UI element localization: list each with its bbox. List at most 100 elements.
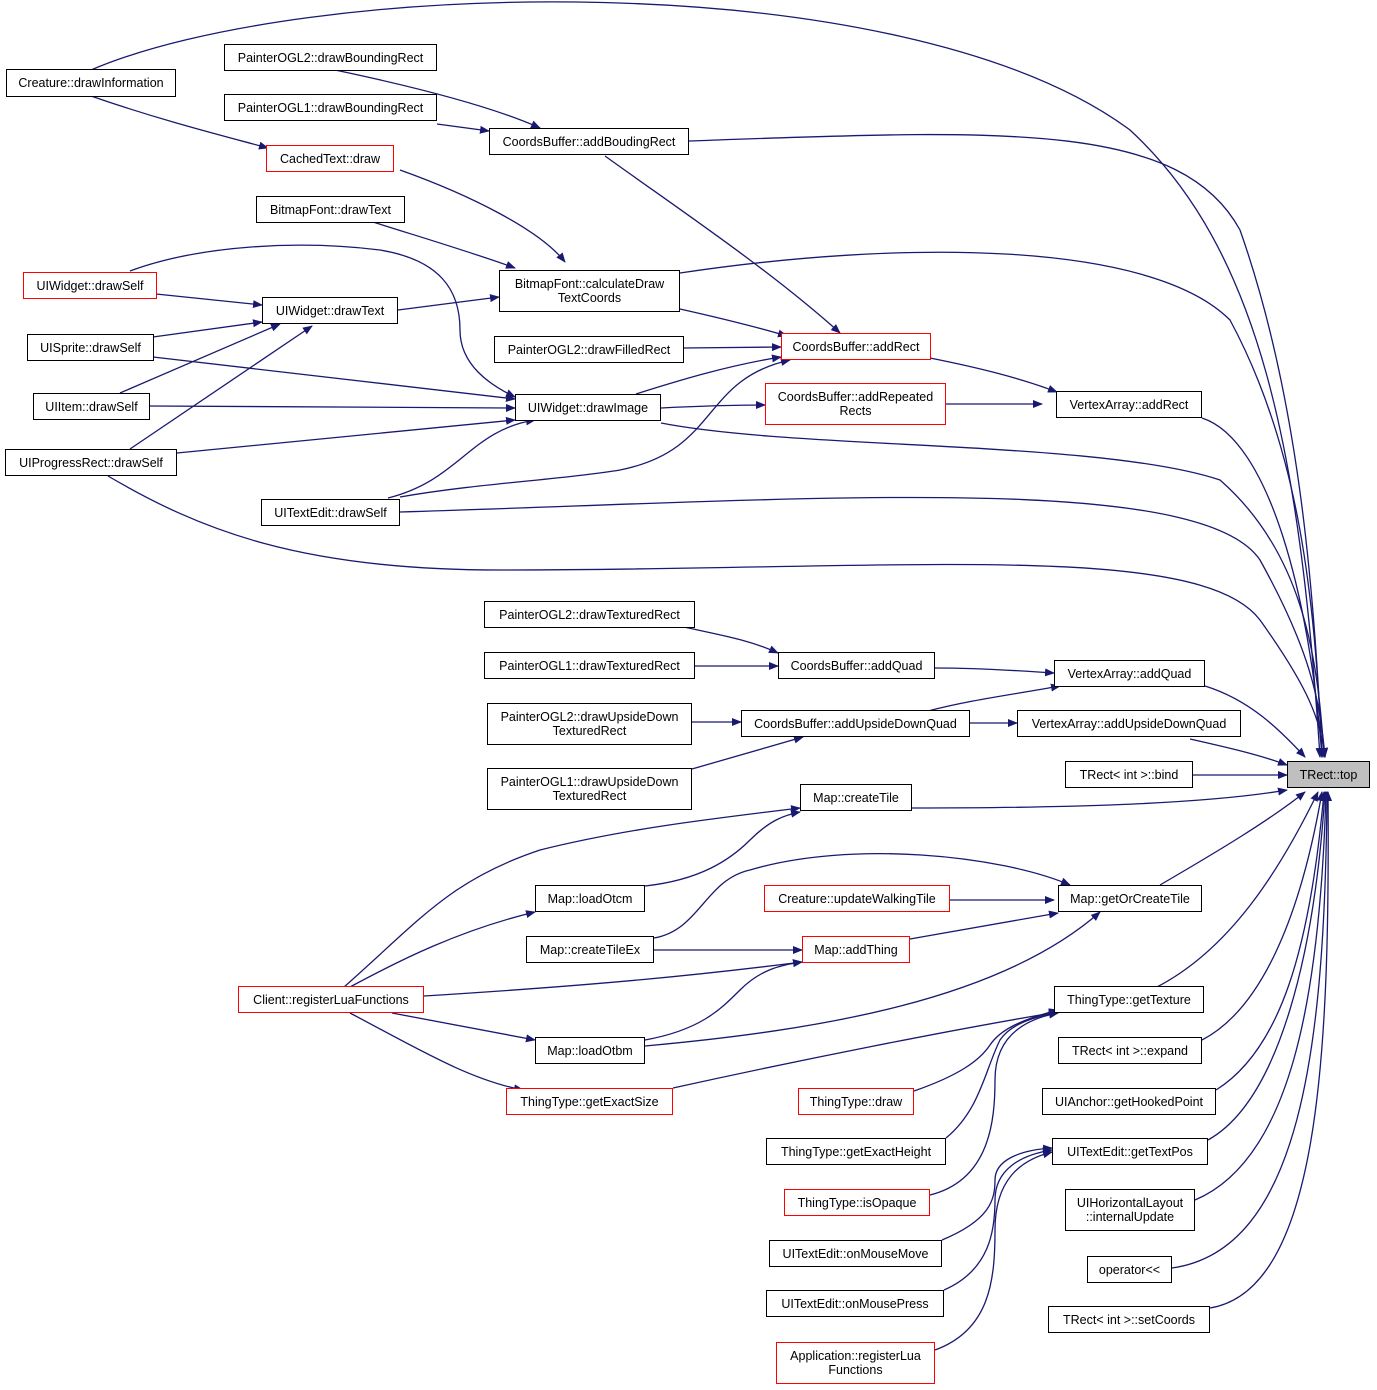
- node-label: UIItem::drawSelf: [45, 399, 138, 414]
- node-label-line1: PainterOGL1::drawUpsideDown: [500, 775, 679, 789]
- node-label: BitmapFont::drawText: [270, 202, 391, 217]
- node-map-createtileex[interactable]: Map::createTileEx: [526, 936, 654, 963]
- node-label-line1: CoordsBuffer::addRepeated: [777, 390, 934, 404]
- node-uisprite-drawself[interactable]: UISprite::drawSelf: [27, 334, 154, 361]
- node-label: Creature::drawInformation: [18, 76, 164, 90]
- node-label: ThingType::getExactSize: [520, 1094, 659, 1109]
- node-label: PainterOGL2::drawTexturedRect: [499, 607, 680, 622]
- node-trect-setcoords[interactable]: TRect< int >::setCoords: [1048, 1306, 1210, 1333]
- node-creature-updatewalkingtile[interactable]: Creature::updateWalkingTile: [764, 885, 950, 912]
- node-vertexarray-addquad[interactable]: VertexArray::addQuad: [1054, 660, 1205, 687]
- node-painterogl2-drawfilledrect[interactable]: PainterOGL2::drawFilledRect: [494, 336, 684, 363]
- node-thingtype-getexactheight[interactable]: ThingType::getExactHeight: [766, 1138, 946, 1165]
- node-uitextedit-gettextpos[interactable]: UITextEdit::getTextPos: [1052, 1138, 1208, 1165]
- node-uianchor-gethookedpoint[interactable]: UIAnchor::getHookedPoint: [1042, 1088, 1216, 1115]
- node-label: UISprite::drawSelf: [40, 340, 141, 355]
- node-thingtype-gettexture[interactable]: ThingType::getTexture: [1054, 986, 1204, 1013]
- node-label: PainterOGL1::drawBoundingRect: [237, 100, 424, 115]
- node-label: Map::loadOtbm: [547, 1043, 633, 1058]
- node-label: Creature::updateWalkingTile: [778, 891, 936, 906]
- node-uitextedit-onmousemove[interactable]: UITextEdit::onMouseMove: [769, 1240, 942, 1267]
- node-bitmapfont-drawtext[interactable]: BitmapFont::drawText: [256, 196, 405, 223]
- node-label: Map::addThing: [814, 942, 898, 957]
- node-label-line2: ::internalUpdate: [1085, 1210, 1175, 1224]
- node-label: PainterOGL2::drawBoundingRect: [237, 50, 424, 65]
- node-label: ThingType::getExactHeight: [780, 1144, 932, 1159]
- node-label: TRect< int >::expand: [1071, 1043, 1189, 1058]
- node-label: VertexArray::addRect: [1069, 397, 1189, 412]
- node-label: UITextEdit::drawSelf: [274, 505, 387, 520]
- node-map-createtile[interactable]: Map::createTile: [800, 784, 912, 811]
- node-vertexarray-addupsidedownquad[interactable]: VertexArray::addUpsideDownQuad: [1017, 710, 1241, 737]
- node-label: ThingType::getTexture: [1067, 992, 1191, 1007]
- node-label: TRect::top: [1299, 767, 1358, 782]
- node-label: UIAnchor::getHookedPoint: [1054, 1094, 1203, 1109]
- node-trect-top[interactable]: TRect::top: [1287, 761, 1370, 788]
- node-trect-expand[interactable]: TRect< int >::expand: [1058, 1037, 1202, 1064]
- node-painterogl1-drawboundingrect[interactable]: PainterOGL1::drawBoundingRect: [224, 94, 437, 121]
- node-label-line2: Functions: [828, 1363, 883, 1377]
- node-client-registerluafunctions[interactable]: Client::registerLuaFunctions: [238, 986, 424, 1013]
- node-label: CoordsBuffer::addUpsideDownQuad: [754, 716, 957, 731]
- node-label: PainterOGL1::drawTexturedRect: [499, 658, 680, 673]
- node-map-loadotbm[interactable]: Map::loadOtbm: [535, 1037, 645, 1064]
- node-label: PainterOGL2::drawFilledRect: [507, 342, 671, 357]
- node-label: UIProgressRect::drawSelf: [19, 455, 163, 470]
- node-label: VertexArray::addQuad: [1067, 666, 1192, 681]
- node-vertexarray-addrect[interactable]: VertexArray::addRect: [1056, 391, 1202, 418]
- node-label: UIWidget::drawImage: [527, 400, 649, 415]
- node-label: ThingType::isOpaque: [797, 1195, 917, 1210]
- node-coordsbuffer-addquad[interactable]: CoordsBuffer::addQuad: [778, 652, 935, 679]
- node-map-loadotcm[interactable]: Map::loadOtcm: [535, 885, 645, 912]
- node-label: UIWidget::drawText: [275, 303, 385, 318]
- node-label: operator<<: [1098, 1262, 1161, 1277]
- node-label-line1: BitmapFont::calculateDraw: [514, 277, 665, 291]
- node-uitextedit-drawself[interactable]: UITextEdit::drawSelf: [261, 499, 400, 526]
- node-label: CoordsBuffer::addBoudingRect: [502, 134, 676, 149]
- node-coordsbuffer-addupsidedownquad[interactable]: CoordsBuffer::addUpsideDownQuad: [741, 710, 970, 737]
- node-operator-lshift[interactable]: operator<<: [1087, 1256, 1172, 1283]
- node-thingtype-getexactsize[interactable]: ThingType::getExactSize: [506, 1088, 673, 1115]
- node-label: TRect< int >::setCoords: [1062, 1312, 1195, 1327]
- node-painterogl2-drawboundingrect[interactable]: PainterOGL2::drawBoundingRect: [224, 44, 437, 71]
- node-label-line2: TexturedRect: [552, 789, 627, 803]
- node-label: CoordsBuffer::addQuad: [790, 658, 923, 673]
- node-painterogl2-drawtexturedrect[interactable]: PainterOGL2::drawTexturedRect: [484, 601, 695, 628]
- node-label-line1: PainterOGL2::drawUpsideDown: [500, 710, 679, 724]
- node-coordsbuffer-addboudingrect[interactable]: CoordsBuffer::addBoudingRect: [489, 128, 689, 155]
- node-label: VertexArray::addUpsideDownQuad: [1031, 716, 1227, 731]
- node-uiprogressrect-drawself[interactable]: UIProgressRect::drawSelf: [5, 449, 177, 476]
- node-uihorizontallayout-internalupdate[interactable]: UIHorizontalLayout::internalUpdate: [1065, 1189, 1195, 1231]
- node-map-getorcreatetile[interactable]: Map::getOrCreateTile: [1058, 885, 1202, 912]
- node-label: CoordsBuffer::addRect: [792, 339, 920, 354]
- node-trect-bind[interactable]: TRect< int >::bind: [1065, 761, 1193, 788]
- node-coordsbuffer-addrect[interactable]: CoordsBuffer::addRect: [781, 333, 931, 360]
- node-label-line1: Application::registerLua: [790, 1349, 921, 1363]
- node-uiwidget-drawtext[interactable]: UIWidget::drawText: [262, 297, 398, 324]
- node-uiwidget-drawself[interactable]: UIWidget::drawSelf: [23, 272, 157, 299]
- node-label: UITextEdit::onMouseMove: [782, 1246, 929, 1261]
- node-thingtype-draw[interactable]: ThingType::draw: [798, 1088, 914, 1115]
- node-label: UITextEdit::onMousePress: [781, 1296, 929, 1311]
- node-label-line2: TextCoords: [557, 291, 622, 305]
- node-label-line1: UIHorizontalLayout: [1076, 1196, 1184, 1210]
- node-label: Client::registerLuaFunctions: [253, 992, 409, 1007]
- node-label: Map::createTile: [813, 790, 899, 805]
- node-label: Map::getOrCreateTile: [1070, 891, 1190, 906]
- node-uiwidget-drawimage[interactable]: UIWidget::drawImage: [515, 394, 661, 421]
- node-uiitem-drawself[interactable]: UIItem::drawSelf: [33, 393, 150, 420]
- node-label: Map::loadOtcm: [547, 891, 633, 906]
- node-uitextedit-onmousepress[interactable]: UITextEdit::onMousePress: [766, 1290, 944, 1317]
- node-map-addthing[interactable]: Map::addThing: [802, 936, 910, 963]
- node-thingtype-isopaque[interactable]: ThingType::isOpaque: [784, 1189, 930, 1216]
- node-label: Map::createTileEx: [539, 942, 641, 957]
- node-label-line2: TexturedRect: [552, 724, 627, 738]
- node-cachedtext-draw[interactable]: CachedText::draw: [266, 145, 394, 172]
- node-painterogl1-drawtexturedrect[interactable]: PainterOGL1::drawTexturedRect: [484, 652, 695, 679]
- node-creature-drawinformation[interactable]: Creature::drawInformation: [6, 69, 176, 97]
